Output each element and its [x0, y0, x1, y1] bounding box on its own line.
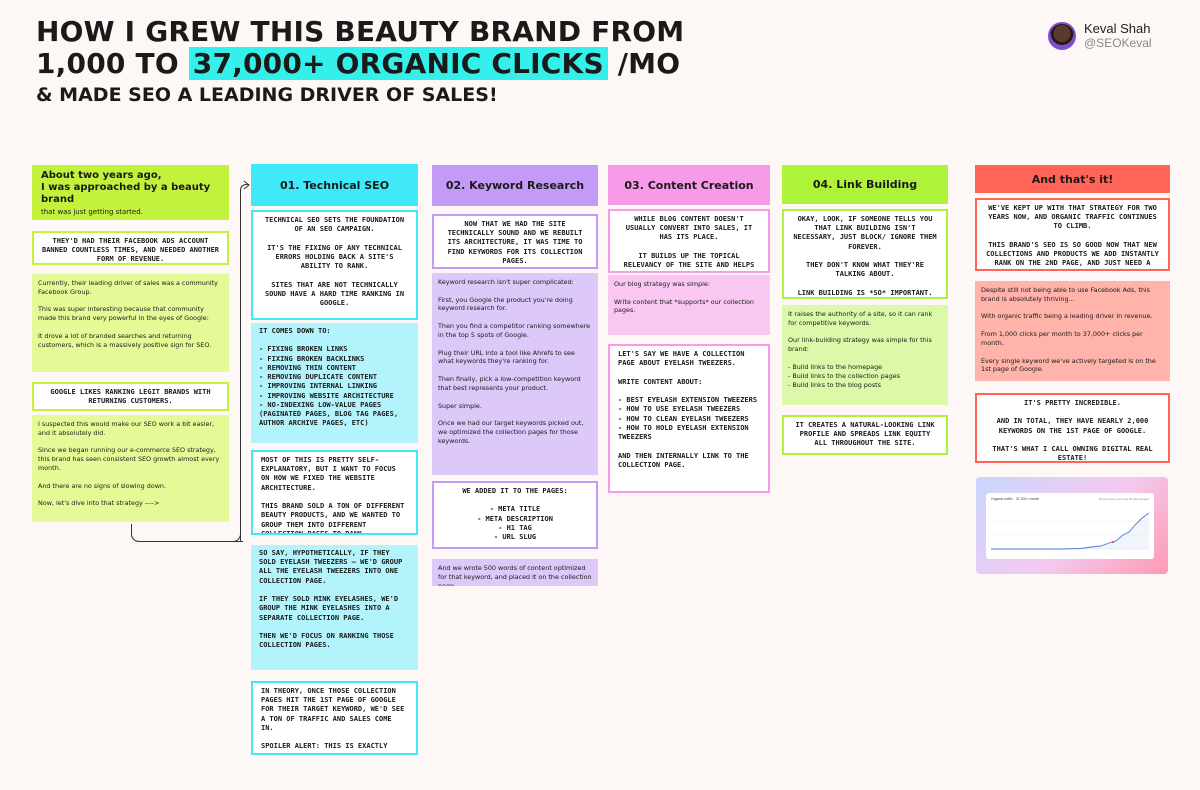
technical-caps-1: TECHNICAL SEO SETS THE FOUNDATION OF AN … [251, 210, 418, 320]
flow-connector-left [131, 520, 243, 542]
technical-header: 01. Technical SEO [251, 164, 418, 206]
arrow-icon [243, 180, 250, 190]
content-header: 03. Content Creation [608, 165, 770, 205]
title-line-2: 1,000 TO 37,000+ ORGANIC CLICKS /MO [36, 47, 684, 82]
avatar [1048, 22, 1076, 50]
title-line-2-suffix: /MO [607, 47, 681, 80]
outro-text-1: Despite still not being able to use Face… [975, 281, 1170, 381]
link-caps-1: OKAY, LOOK, IF SOMEONE TELLS YOU THAT LI… [782, 209, 948, 299]
keyword-text-2: And we wrote 500 words of content optimi… [432, 559, 598, 586]
intro-text-1: Currently, their leading driver of sales… [32, 274, 229, 372]
flow-connector-curve [131, 524, 141, 542]
outro-caps-1: WE'VE KEPT UP WITH THAT STRATEGY FOR TWO… [975, 198, 1170, 271]
intro-caps-1: THEY'D HAD THEIR FACEBOOK ADS ACCOUNT BA… [32, 231, 229, 265]
keyword-caps-2: WE ADDED IT TO THE PAGES: - META TITLE -… [432, 481, 598, 549]
page-title: HOW I GREW THIS BEAUTY BRAND FROM 1,000 … [36, 18, 684, 105]
link-header: 04. Link Building [782, 165, 948, 204]
content-text-1: Our blog strategy was simple: Write cont… [608, 275, 770, 335]
flow-connector-top [240, 184, 249, 192]
keyword-caps-1: NOW THAT WE HAD THE SITE TECHNICALLY SOU… [432, 214, 598, 269]
intro-caps-2: GOOGLE LIKES RANKING LEGIT BRANDS WITH R… [32, 382, 229, 411]
technical-caps-3: MOST OF THIS IS PRETTY SELF-EXPLANATORY,… [251, 450, 418, 535]
outro-header: And that's it! [975, 165, 1170, 193]
link-caps-2: IT CREATES A NATURAL-LOOKING LINK PROFIL… [782, 415, 948, 455]
intro-header-title: About two years ago, I was approached by… [41, 170, 211, 205]
technical-caps-4: SO SAY, HYPOTHETICALLY, IF THEY SOLD EYE… [251, 545, 418, 670]
author-name: Keval Shah [1084, 21, 1151, 37]
author-handle: @SEOKeval [1084, 35, 1152, 50]
thumbnail-title: Organic traffic · 37,000 / month [991, 497, 1040, 501]
technical-caps-2: IT COMES DOWN TO: - FIXING BROKEN LINKS … [251, 323, 418, 443]
intro-header-sub: that was just getting started. [41, 208, 143, 216]
keyword-text-1: Keyword research isn't super complicated… [432, 273, 598, 475]
title-line-1: HOW I GREW THIS BEAUTY BRAND FROM [36, 15, 685, 48]
technical-caps-5: IN THEORY, ONCE THOSE COLLECTION PAGES H… [251, 681, 418, 755]
keyword-header: 02. Keyword Research [432, 165, 598, 206]
outro-caps-2: IT'S PRETTY INCREDIBLE. AND IN TOTAL, TH… [975, 393, 1170, 463]
intro-header: About two years ago, I was approached by… [32, 165, 229, 220]
content-caps-2: LET'S SAY WE HAVE A COLLECTION PAGE ABOU… [608, 344, 770, 493]
intro-text-2: I suspected this would make our SEO work… [32, 415, 229, 522]
content-caps-1: WHILE BLOG CONTENT DOESN'T USUALLY CONVE… [608, 209, 770, 273]
title-line-2-prefix: 1,000 TO [36, 47, 189, 80]
organic-traffic-thumbnail: Organic traffic · 37,000 / month All tim… [976, 477, 1168, 574]
title-line-3: & MADE SEO A LEADING DRIVER OF SALES! [36, 84, 498, 106]
title-highlight: 37,000+ ORGANIC CLICKS [188, 47, 608, 80]
thumbnail-card: Organic traffic · 37,000 / month All tim… [986, 493, 1154, 559]
thumbnail-tabs: All time One year Last 30 days Export [1098, 497, 1149, 501]
author-info: Keval Shah @SEOKeval [1084, 21, 1152, 50]
flow-connector-vertical [240, 190, 241, 542]
author-badge: Keval Shah @SEOKeval [1048, 21, 1152, 50]
thumbnail-trend-line [991, 512, 1149, 550]
link-text-1: It raises the authority of a site, so it… [782, 305, 948, 405]
